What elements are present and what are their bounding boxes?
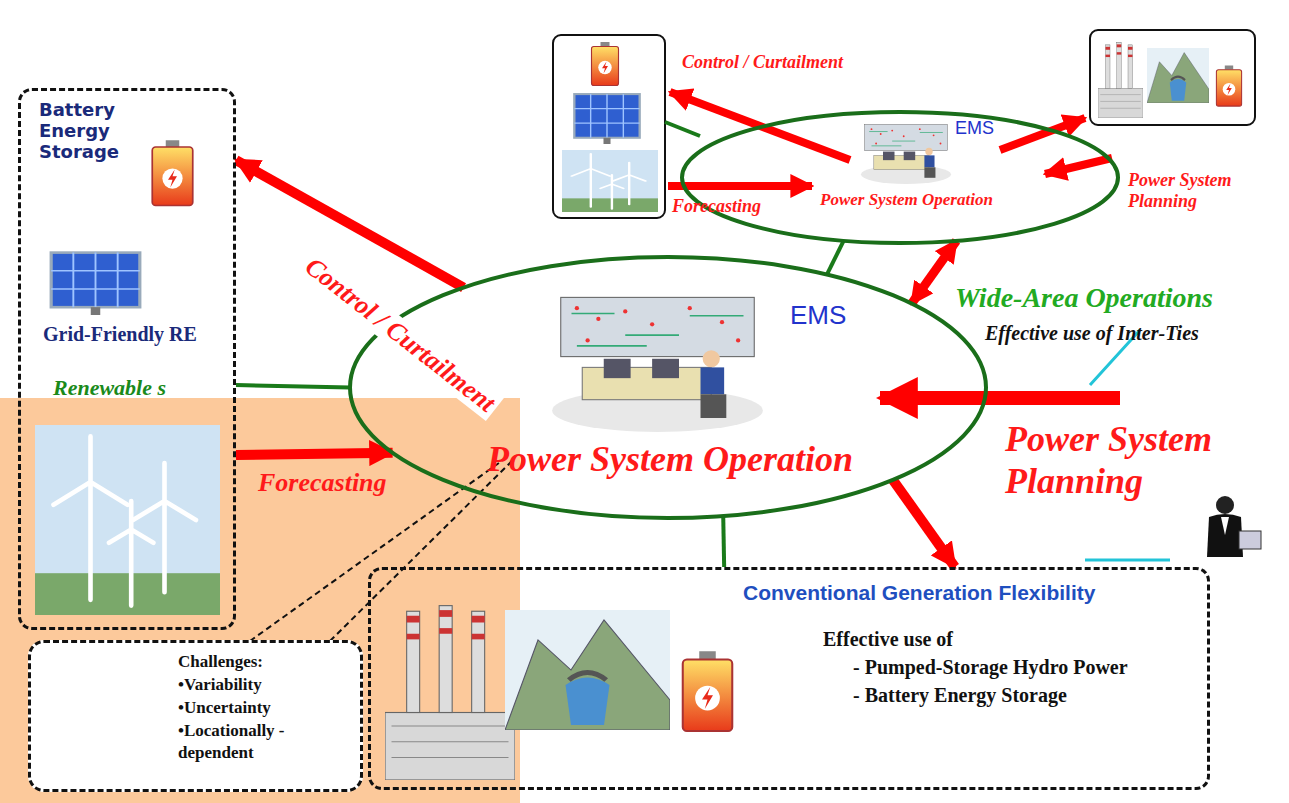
generation-box: Conventional Generation FlexibilityEffec… [368,567,1210,790]
node-text: - Battery Energy Storage [853,684,1067,707]
edge-label: Control / Curtailment [296,249,504,421]
node-text: Battery Energy Storage [39,99,169,162]
challenges-callout: Challenges:•Variability•Uncertainty•Loca… [28,640,363,792]
node-text: - Pumped-Storage Hydro Power [853,656,1128,679]
flow-arrow [827,241,844,275]
node-text: Power System Operation [820,190,993,210]
node-text: EMS [790,300,846,331]
ems-ellipse-small: EMS Power System Operation [680,110,1120,245]
node-text: Challenges: [178,651,348,673]
annotation-label: Wide-Area Operations [955,282,1213,314]
flow-arrow [912,241,957,304]
node-text: Effective use of [823,628,953,651]
flow-arrow [893,480,955,567]
ellipse-outline [680,110,1120,245]
flow-arrow [236,385,350,387]
annotation-label: Effective use of Inter-Ties [985,322,1199,345]
node-text: Power System Operation [440,438,900,480]
node-text: Conventional Generation Flexibility [743,581,1095,605]
flow-arrow [236,160,464,287]
node-text: Renewable s [53,375,168,401]
annotation-label: Power System Planning [1128,170,1258,212]
node-text: •Variability [178,674,348,696]
edge-label: Forecasting [258,468,387,498]
node-text: Grid-Friendly RE [43,323,197,346]
node-text: •Locationally -dependent [178,720,328,764]
flow-arrow [236,453,393,455]
flow-arrow [721,516,726,567]
annotation-label: Forecasting [672,196,761,217]
storage-box: Battery Energy StorageGrid-Friendly RE Re… [18,88,236,630]
node-text: •Uncertainty [178,697,348,719]
annotation-label: Control / Curtailment [682,52,843,73]
annotation-label: Power System Planning [1005,418,1255,502]
node-text: EMS [955,118,994,139]
